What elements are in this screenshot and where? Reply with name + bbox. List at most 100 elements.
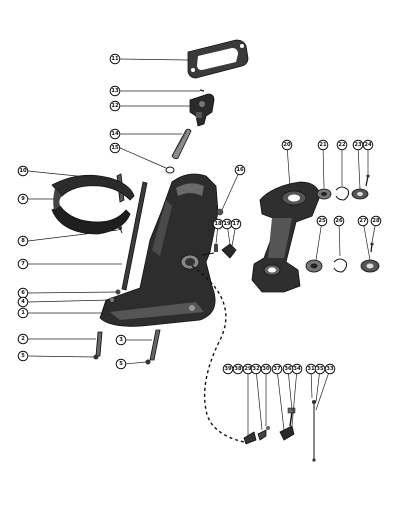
callout-38: 38 [232,363,244,375]
svg-text:7: 7 [21,261,25,267]
svg-text:13: 13 [111,88,119,94]
svg-text:24: 24 [364,142,372,148]
clip-part-32 [257,429,267,441]
callout-19: 19 [221,218,233,230]
washer-part-23 [351,188,369,200]
svg-text:1: 1 [21,310,25,316]
callout-18: 18 [212,218,224,230]
stud-part-3 [149,329,161,361]
callout-32: 32 [250,363,262,375]
svg-text:12: 12 [111,103,119,109]
grommet-part-15 [165,166,175,174]
svg-text:5: 5 [119,361,123,367]
svg-text:30: 30 [262,366,270,372]
bracket-part-12 [189,93,215,127]
svg-text:4: 4 [21,299,25,305]
washer-part-30 [266,426,270,430]
stud-part-2 [95,331,103,357]
callout-16: 16 [234,164,246,176]
svg-text:27: 27 [359,218,367,224]
callout-33: 33 [324,363,336,375]
fitting-part-18 [214,244,218,252]
svg-text:23: 23 [354,142,362,148]
driveshaft-housing-part-1 [99,173,219,327]
svg-text:34: 34 [293,366,301,372]
bushing-part-21 [316,188,332,200]
callout-35: 35 [314,363,326,375]
svg-text:19: 19 [223,221,231,227]
fitting-part-19 [201,252,215,256]
snap-ring-part-26 [333,258,347,273]
callout-1: 1 [17,307,29,319]
svg-text:14: 14 [111,131,119,137]
svg-text:20: 20 [283,142,291,148]
svg-text:3: 3 [119,337,123,343]
callout-4: 4 [17,296,29,308]
svg-text:38: 38 [234,366,242,372]
svg-text:9: 9 [21,196,25,202]
bushing-part-25 [305,259,323,273]
svg-text:31: 31 [307,366,315,372]
callout-24: 24 [362,139,374,151]
svg-text:8: 8 [21,238,25,244]
svg-text:22: 22 [338,142,346,148]
svg-text:10: 10 [19,168,27,174]
grease-fitting-part-24 [365,174,370,187]
nut-part-5a [93,354,99,360]
leader-lines [27,58,377,436]
callout-39: 39 [222,363,234,375]
callout-11: 11 [109,53,121,65]
callout-12: 12 [109,100,121,112]
svg-text:16: 16 [236,167,244,173]
svg-text:21: 21 [319,142,327,148]
callout-7: 7 [17,258,29,270]
grease-fitting-part-28 [370,242,374,253]
callout-30: 30 [260,363,272,375]
svg-text:15: 15 [111,145,119,151]
callout-31: 31 [305,363,317,375]
svg-text:28: 28 [372,218,380,224]
callout-20: 20 [281,139,293,151]
gasket-part-11 [187,39,249,79]
tube-part-14 [171,128,192,160]
svg-text:18: 18 [214,221,222,227]
callout-26: 26 [333,215,345,227]
cable-route-dashed [191,265,245,443]
rubber-mount-part-9 [51,174,135,235]
callout-2: 2 [17,333,29,345]
callout-9: 9 [17,193,29,205]
callout-22: 22 [336,139,348,151]
callout-10: 10 [17,165,29,177]
screw-part-8 [118,226,123,234]
callout-25: 25 [316,215,328,227]
callout-5-right: 5 [115,358,127,370]
svg-text:5: 5 [21,353,25,359]
callout-28: 28 [370,215,382,227]
svg-text:17: 17 [232,221,240,227]
svg-text:25: 25 [318,218,326,224]
callout-27: 27 [357,215,369,227]
callout-6: 6 [17,287,29,299]
callout-36: 36 [282,363,294,375]
callout-13: 13 [109,85,121,97]
svg-text:32: 32 [252,366,260,372]
callout-21: 21 [317,139,329,151]
bolt-part-16 [216,208,224,216]
screw-part-38 [287,407,296,427]
callout-3: 3 [115,334,127,346]
swivel-housing-part-20 [251,181,321,293]
connector-part-37 [279,425,295,441]
svg-text:35: 35 [316,366,324,372]
snap-ring-part-22 [335,186,349,201]
svg-text:33: 33 [326,366,334,372]
callout-15: 15 [109,142,121,154]
callout-34: 34 [291,363,303,375]
svg-text:36: 36 [284,366,292,372]
rod-part-36 [312,400,316,462]
callout-8: 8 [17,235,29,247]
svg-text:26: 26 [335,218,343,224]
svg-text:11: 11 [111,56,119,62]
callout-23: 23 [352,139,364,151]
svg-text:39: 39 [224,366,232,372]
svg-text:6: 6 [21,290,25,296]
